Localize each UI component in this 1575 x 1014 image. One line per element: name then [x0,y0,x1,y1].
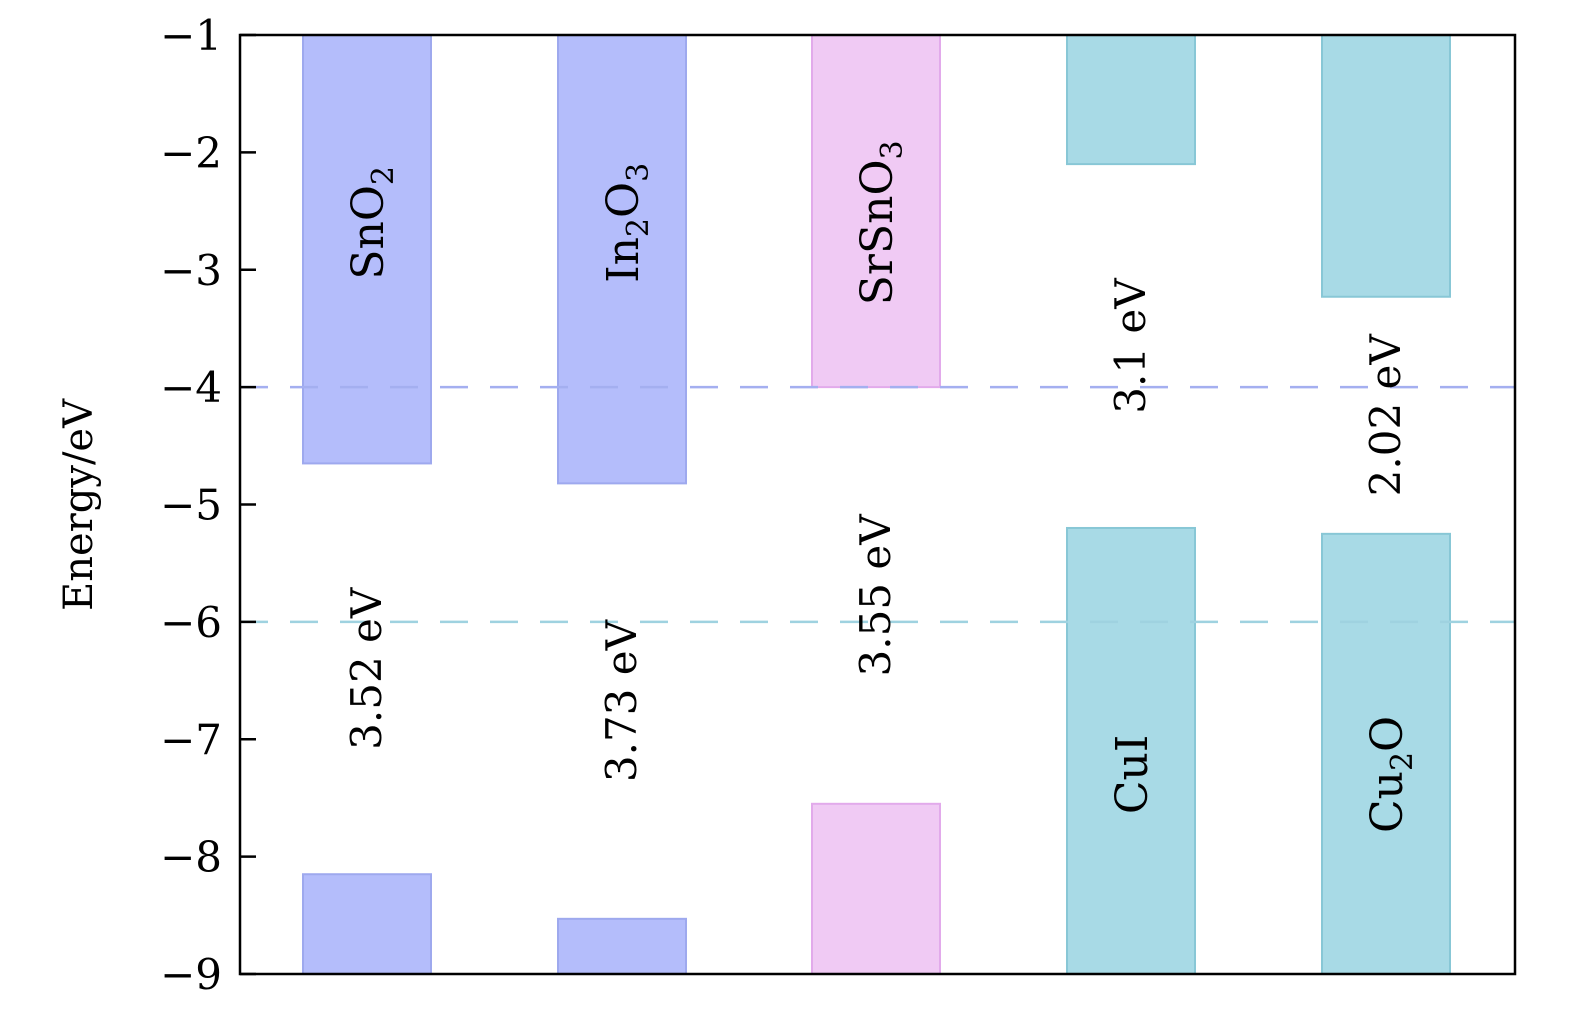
material-label: In2O3 [598,163,656,283]
y-tick-label: −1 [160,11,222,60]
conduction-band-bar [811,34,941,389]
band-gap-label: 3.1 eV [1106,278,1155,414]
y-tick-label: −5 [160,481,222,530]
band-gap-label: 3.52 eV [342,587,391,750]
valence-band-bar [811,802,941,976]
y-tick-label: −3 [160,246,222,295]
valence-band-bar [1321,532,1451,975]
y-axis-label: Energy/eV [56,398,102,611]
material-label: CuI [1107,735,1158,814]
reference-lines-layer [240,385,1515,624]
valence-band-bar [302,873,432,976]
band-gap-label: 3.55 eV [851,514,900,677]
material-label: Cu2O [1362,716,1420,833]
valence-band-bar [1066,526,1196,975]
y-tick-label: −2 [160,128,222,177]
conduction-band-bar [1066,34,1196,166]
y-tick-label: −4 [160,363,222,412]
axes-layer: −1 −2 −3 −4 −5 −6 −7 −8 −9 [160,11,1517,999]
conduction-band-bar [1321,34,1451,298]
band-gap-label: 2.02 eV [1361,334,1410,497]
material-label: SrSnO3 [852,140,910,305]
y-tick-label: −6 [160,598,222,647]
y-tick-label: −7 [160,715,222,764]
y-tick-label: −9 [160,950,222,999]
conduction-band-bar [302,34,432,465]
y-tick-label: −8 [160,833,222,882]
band-gap-label: 3.73 eV [597,619,646,782]
material-label: SnO2 [343,166,401,280]
valence-band-bar [557,917,687,975]
bar-labels-layer: SnO2 3.52 eV In2O3 3.73 eV SrSnO3 3.55 eV CuI 3… [342,140,1420,833]
